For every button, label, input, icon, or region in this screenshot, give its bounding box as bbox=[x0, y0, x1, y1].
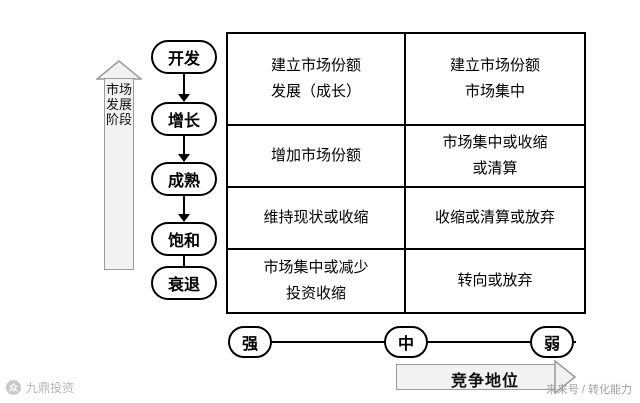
stage-pill-1[interactable]: 增长 bbox=[151, 102, 217, 136]
horizontal-axis-shaft bbox=[396, 364, 556, 390]
matrix-cell-line: 维持现状或收缩 bbox=[263, 209, 369, 226]
watermark-left: 众 九鼎投资 bbox=[6, 379, 74, 396]
stage-pill-label: 成熟 bbox=[167, 173, 200, 190]
arrow-right-icon bbox=[554, 360, 576, 394]
matrix-cell-line: 市场集中或减少 bbox=[263, 259, 369, 276]
column-pill-strong[interactable]: 强 bbox=[228, 326, 272, 358]
matrix-cell-r0-c1: 建立市场份额 市场集中 bbox=[406, 34, 584, 126]
matrix-cell-r0-c0: 建立市场份额 发展（成长） bbox=[228, 34, 406, 126]
matrix-cell-line: 转向或放弃 bbox=[457, 272, 533, 289]
stage-connector-arrow-1 bbox=[178, 154, 190, 162]
horizontal-axis-arrow: 竞争地位 bbox=[396, 360, 576, 394]
matrix-cell-line: 投资收缩 bbox=[285, 285, 346, 302]
stage-connector-arrow-2 bbox=[178, 214, 190, 222]
matrix-cell-line: 增加市场份额 bbox=[270, 147, 361, 164]
stage-pill-label: 饱和 bbox=[167, 233, 200, 250]
stage-connector-3 bbox=[183, 256, 185, 274]
watermark-left-text: 九鼎投资 bbox=[26, 381, 75, 395]
stage-pill-4[interactable]: 衰退 bbox=[151, 266, 217, 300]
matrix-cell-r2-c0: 维持现状或收缩 bbox=[228, 188, 406, 250]
watermark-right: 来来号 / 转化能力 bbox=[545, 384, 632, 396]
matrix-cell-line: 发展（成长） bbox=[270, 83, 361, 100]
vertical-axis-shaft bbox=[104, 78, 134, 270]
matrix-cell-r3-c1: 转向或放弃 bbox=[406, 250, 584, 312]
matrix-cell-r2-c1: 收缩或清算或放弃 bbox=[406, 188, 584, 250]
vertical-axis-arrow: 市场发展阶段 bbox=[96, 60, 142, 270]
matrix-cell-line: 市场集中或收缩 bbox=[442, 134, 548, 151]
matrix-cell-line: 建立市场份额 bbox=[270, 57, 361, 74]
matrix-cell-r1-c1: 市场集中或收缩 或清算 bbox=[406, 126, 584, 188]
matrix-cell-line: 市场集中 bbox=[464, 83, 525, 100]
column-pill-label: 弱 bbox=[543, 336, 560, 353]
matrix-cell-r1-c0: 增加市场份额 bbox=[228, 126, 406, 188]
column-pill-label: 中 bbox=[397, 336, 414, 353]
column-pill-weak[interactable]: 弱 bbox=[530, 326, 574, 358]
stage-connector-0 bbox=[183, 74, 185, 94]
matrix-cell-r3-c0: 市场集中或减少 投资收缩 bbox=[228, 250, 406, 312]
stage-connector-2 bbox=[183, 196, 185, 214]
matrix-cell-line: 或清算 bbox=[472, 160, 518, 177]
stage-pill-2[interactable]: 成熟 bbox=[151, 162, 217, 196]
stage-pill-label: 增长 bbox=[167, 113, 200, 130]
stage-pill-label: 衰退 bbox=[167, 277, 200, 294]
vertical-axis-label: 市场发展阶段 bbox=[105, 82, 132, 127]
column-pill-label: 强 bbox=[241, 336, 258, 353]
matrix-cell-line: 收缩或清算或放弃 bbox=[434, 209, 555, 226]
strategy-matrix: 建立市场份额 发展（成长） 建立市场份额 市场集中 增加市场份额 市场集中或收缩… bbox=[226, 32, 586, 314]
stage-pill-0[interactable]: 开发 bbox=[151, 40, 217, 74]
column-pill-medium[interactable]: 中 bbox=[384, 326, 428, 358]
stage-pill-label: 开发 bbox=[167, 51, 200, 68]
horizontal-axis-label: 竞争地位 bbox=[450, 373, 519, 390]
arrow-up-icon bbox=[96, 60, 142, 80]
stage-connector-arrow-0 bbox=[178, 94, 190, 102]
matrix-cell-line: 建立市场份额 bbox=[449, 57, 540, 74]
stage-connector-1 bbox=[183, 136, 185, 154]
stage-pill-3[interactable]: 饱和 bbox=[151, 222, 217, 256]
logo-icon: 众 bbox=[6, 380, 21, 395]
